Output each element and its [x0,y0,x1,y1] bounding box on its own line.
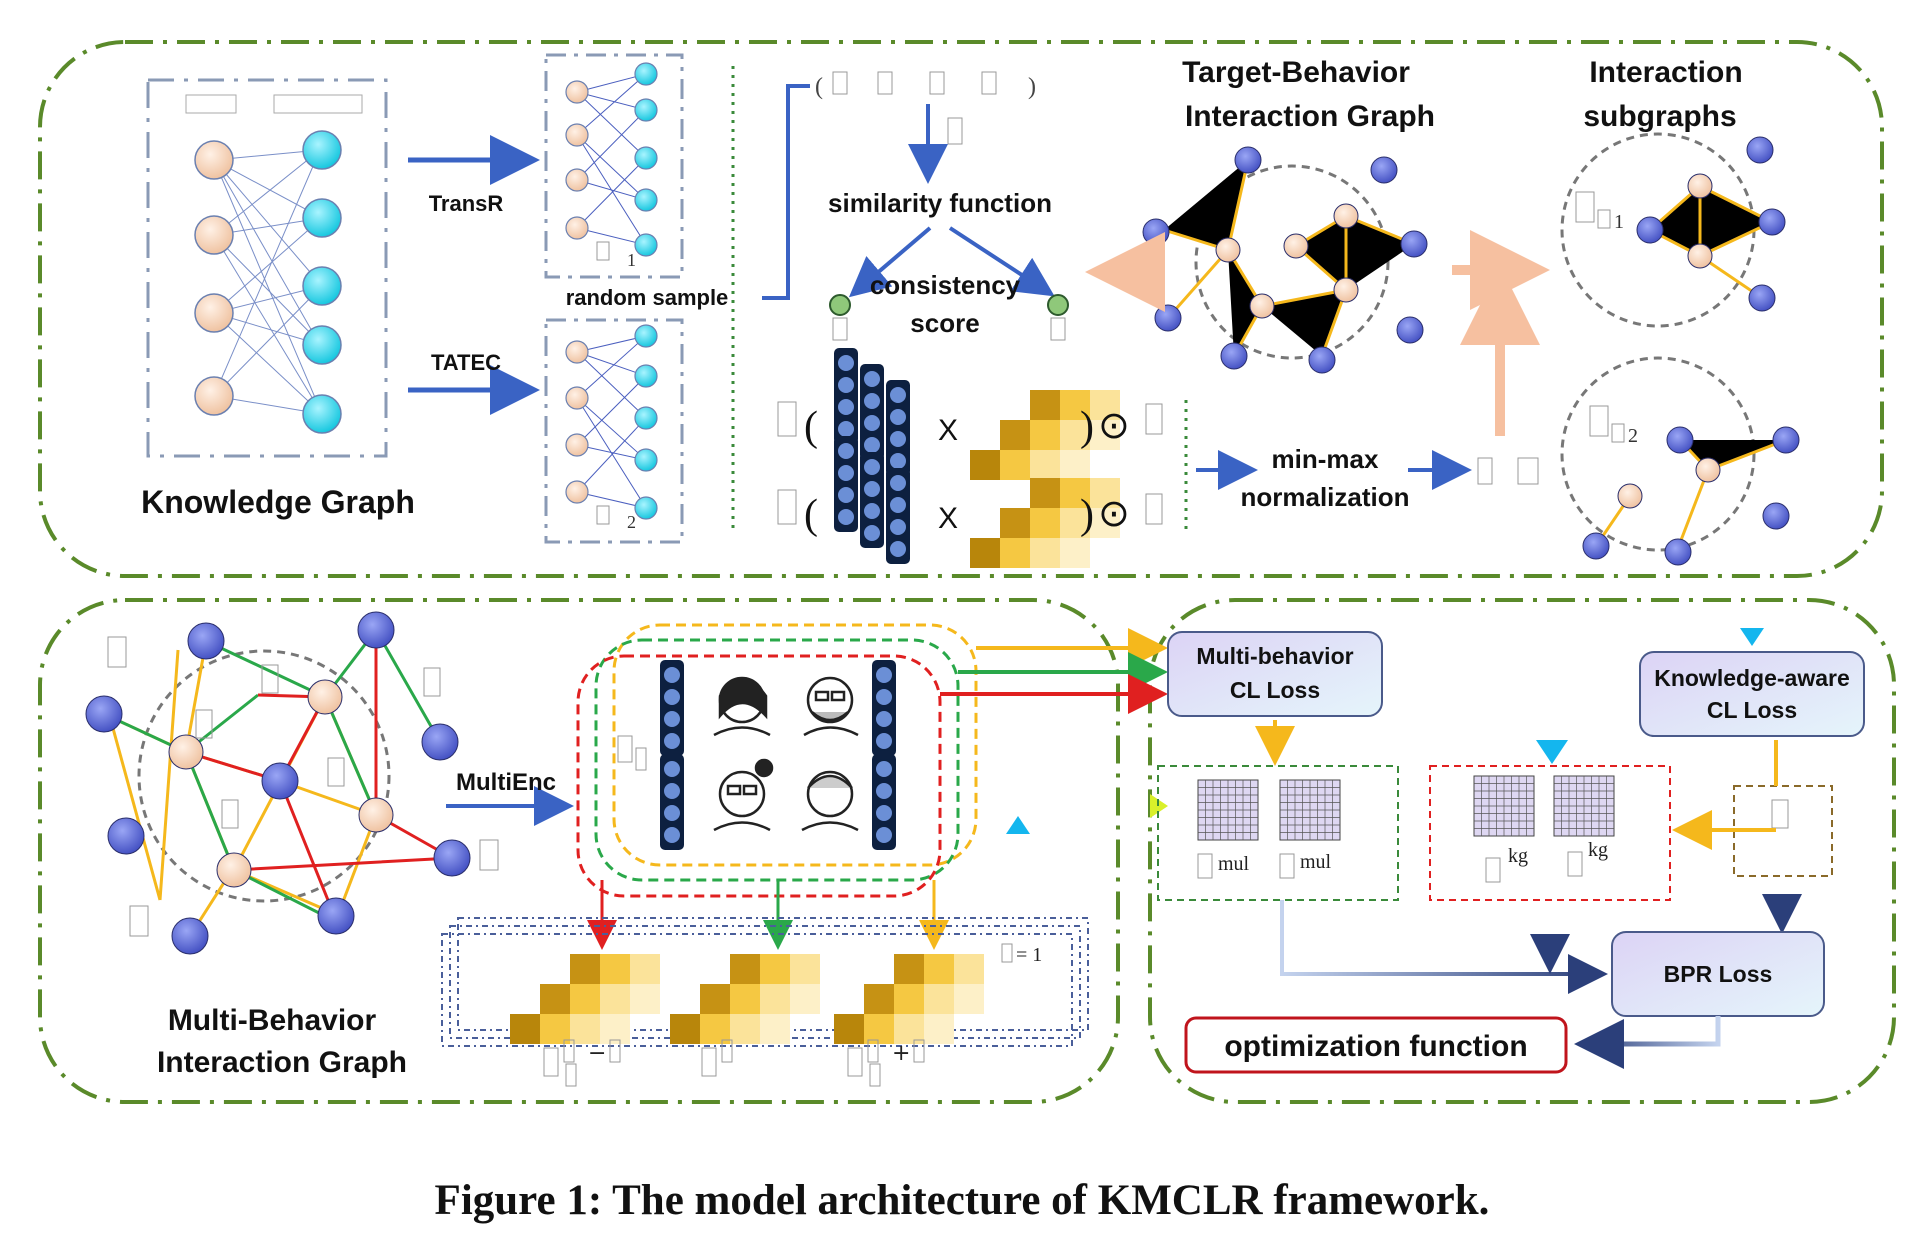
score-node-left [829,294,851,316]
mul-label-2: mul [1300,851,1332,873]
target-behavior-graph [1142,146,1428,374]
behavior-heatmaps: = 1 − + [441,917,1089,1087]
kg-item-node [302,394,342,434]
multi-behavior-cl-loss: Multi-behavior CL Loss [1167,631,1383,717]
bpr-loss: BPR Loss [1611,931,1825,1017]
multi-behavior-title-1: Multi-Behavior [168,1004,377,1037]
similarity-function-label: similarity function [828,188,1052,218]
transr-label: TransR [429,191,504,216]
kg-label-1: kg [1508,845,1528,867]
tuple-formula: ( ) [815,71,1036,145]
mul-matrices: mul mul [1157,765,1399,901]
user-avatar-icon [713,758,774,832]
normalization-label: normalization [1240,482,1409,512]
score-node-right [1047,294,1069,316]
section-borders [38,40,1896,1104]
svg-text:X: X [938,502,958,535]
min-max-label: min-max [1272,444,1379,474]
user-avatar-icon [713,676,771,737]
svg-text:): ) [1080,492,1094,538]
transr-graph: 1 [544,53,684,279]
tatec-label: TATEC [431,350,501,375]
consistency-label: consistency [870,270,1021,300]
mul-label-1: mul [1218,853,1250,875]
score-label: score [910,308,979,338]
mb-cl-loss-label-2: CL Loss [1230,677,1320,703]
random-sample-connector [762,84,810,300]
formula-row-1: ( X ) ⊙ [777,347,1163,480]
user-avatar-icon [801,770,859,832]
target-behavior-title-1: Target-Behavior [1182,56,1410,89]
figure-caption: Figure 1: The model architecture of KMCL… [434,1177,1490,1224]
svg-text:(: ( [815,74,823,100]
svg-text:): ) [1080,404,1094,450]
ka-cl-loss-label-2: CL Loss [1707,697,1797,723]
mb-cl-loss-label-1: Multi-behavior [1196,643,1353,669]
kg-user-node [194,140,234,180]
kg-label-2: kg [1588,839,1608,861]
svg-text:(: ( [804,404,818,450]
multibehavior-section-border [38,598,1120,1104]
svg-text:−: − [588,1041,606,1066]
loss-section-border [1148,598,1896,1104]
svg-text:(: ( [804,492,818,538]
kg-matrices: kg kg [1429,765,1671,901]
kg-user-node [194,293,234,333]
interaction-title-1: Interaction [1589,56,1742,89]
user-avatar-icon [803,676,859,737]
multi-behavior-title-2: Interaction Graph [157,1046,407,1079]
ka-cl-loss-label-1: Knowledge-aware [1654,665,1850,691]
knowledge-graph-label: Knowledge Graph [141,484,415,520]
normalized-weights [1477,457,1539,485]
formula-row-2: ( X ) ⊙ [777,435,1163,568]
embedding-arrows: TransR TATEC [408,135,540,415]
multienc-label: MultiEnc [456,769,556,796]
optimization-function: optimization function [1184,1016,1568,1074]
svg-text:⊙: ⊙ [1098,403,1130,447]
optimization-function-label: optimization function [1224,1030,1527,1063]
kg-item-node [302,325,342,365]
subgraph-2-subscript: 2 [1628,425,1638,447]
kg-user-node [194,376,234,416]
encoder-to-cl-arrows [940,628,1168,714]
knowledge-graph: Knowledge Graph [141,78,415,520]
svg-text:⊙: ⊙ [1098,491,1130,535]
knowledge-aware-cl-loss: Knowledge-aware CL Loss [1639,651,1865,737]
target-behavior-title-2: Interaction Graph [1185,100,1435,133]
eq-one-label: = 1 [1016,944,1042,966]
kg-item-node [302,266,342,306]
kg-item-node [302,198,342,238]
multi-behavior-graph: Multi-Behavior Interaction Graph [85,611,499,1079]
tatec-graph: 2 [544,318,684,544]
tatec-subscript: 2 [627,512,636,532]
random-sample-label: random sample [566,285,729,310]
interaction-title-2: subgraphs [1583,100,1736,133]
knowledge-section-border [38,40,1884,578]
svg-text:+: + [892,1041,910,1066]
svg-text:X: X [938,414,958,447]
kg-entity-glyphs [185,94,363,114]
subgraph-1-subscript: 1 [1614,211,1624,233]
kg-item-node [302,130,342,170]
bpr-loss-label: BPR Loss [1664,961,1773,987]
kg-user-node [194,215,234,255]
encoder-block [576,623,978,898]
interaction-subgraph-2: 2 [1560,356,1800,566]
interaction-subgraph-1: 1 [1560,132,1786,328]
svg-text:): ) [1028,74,1036,100]
transr-subscript: 1 [627,250,636,270]
